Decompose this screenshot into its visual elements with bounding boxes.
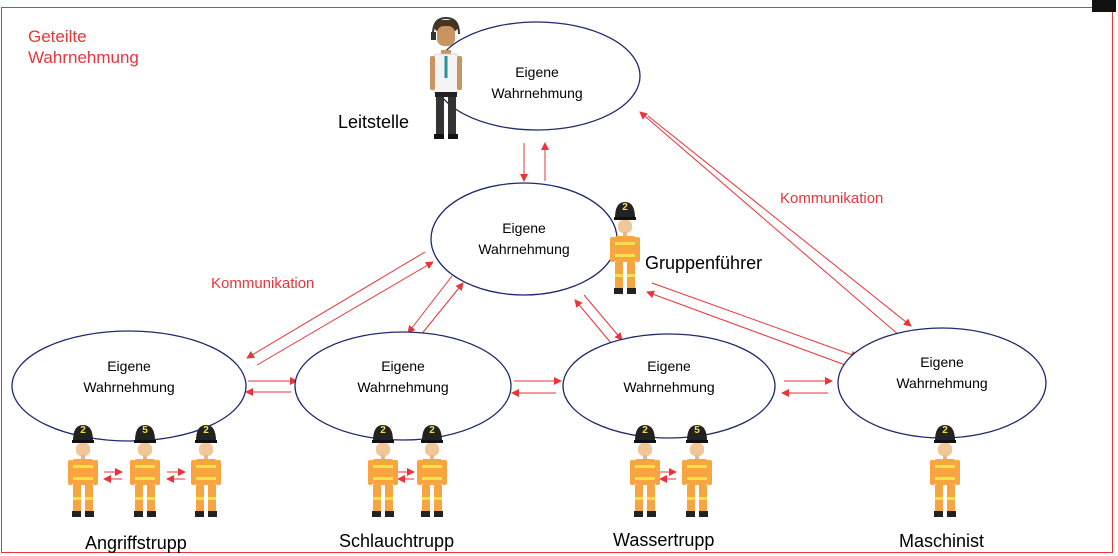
angriff-text-2: Wahrnehmung [83,379,174,395]
arrow-gf-to-masch [651,282,859,359]
schlauch-text-1: Eigene [381,358,425,374]
ellipse-schlauchtrupp [294,331,512,441]
angriff-helmet-2: 5 [142,425,148,436]
communication-label-right: Kommunikation [780,190,883,207]
angriffstrupp-figures: 2 5 2 [68,425,221,517]
label-schlauchtrupp: Schlauchtrupp [339,531,454,551]
label-angriffstrupp: Angriffstrupp [85,533,187,553]
node-wassertrupp: Eigene Wahrnehmung [562,333,776,439]
angriff-text-1: Eigene [107,358,151,374]
arrow-gf-to-angriff [246,251,426,359]
dispatcher-figure [430,16,462,139]
schlauch-helmet-1: 2 [380,425,386,436]
arrow-masch-to-gf [646,290,849,367]
node-angriffstrupp: Eigene Wahrnehmung [11,330,247,442]
gf-text-1: Eigene [502,220,546,236]
arrow-gf-to-schlauch [407,275,453,334]
node-gruppenfuehrer: Eigene Wahrnehmung [430,182,618,296]
title-line-2: Wahrnehmung [28,48,139,67]
masch-text-1: Eigene [920,354,964,370]
ellipse-gruppenfuehrer [430,182,618,296]
angriff-helmet-3: 2 [203,425,209,436]
wassertrupp-figures: 2 5 [630,425,712,517]
wasser-text-2: Wahrnehmung [623,379,714,395]
corner-mark [1092,0,1116,12]
wasser-helmet-1: 2 [642,425,648,436]
ellipse-angriffstrupp [11,330,247,442]
label-leitstelle: Leitstelle [338,112,409,132]
diagram-title: Geteilte Wahrnehmung [28,26,139,68]
label-maschinist: Maschinist [899,531,984,551]
arrow-schlauch-to-gf [419,282,464,337]
label-wassertrupp: Wassertrupp [613,530,714,550]
masch-text-2: Wahrnehmung [896,375,987,391]
leitstelle-text-2: Wahrnehmung [491,85,582,101]
arrow-wasser-to-gf [574,299,612,344]
node-leitstelle: Eigene Wahrnehmung [433,21,641,131]
gf-helmet-number: 2 [622,202,628,213]
diagram-frame [1,7,1113,553]
ellipse-wassertrupp [562,333,776,439]
gruppenfuehrer-figure: 2 [610,202,640,294]
wasser-helmet-2: 5 [694,425,700,436]
label-gruppenfuehrer: Gruppenführer [645,253,762,273]
angriff-helmet-1: 2 [80,425,86,436]
arrow-masch-to-leit [639,111,901,337]
gf-text-2: Wahrnehmung [478,241,569,257]
node-schlauchtrupp: Eigene Wahrnehmung [294,331,512,441]
communication-label-left: Kommunikation [211,275,314,292]
schlauch-helmet-2: 2 [429,425,435,436]
wasser-text-1: Eigene [647,358,691,374]
maschinist-figure: 2 [930,425,960,517]
arrow-angriff-to-gf [256,261,434,366]
schlauch-text-2: Wahrnehmung [357,379,448,395]
masch-helmet-number: 2 [942,425,948,436]
schlauchtrupp-figures: 2 2 [368,425,447,517]
node-maschinist: Eigene Wahrnehmung [837,327,1047,439]
arrow-group [103,111,912,483]
arrow-leit-to-masch [647,115,912,327]
leitstelle-text-1: Eigene [515,64,559,80]
title-line-1: Geteilte [28,27,87,46]
arrow-gf-to-wasser [583,294,623,341]
